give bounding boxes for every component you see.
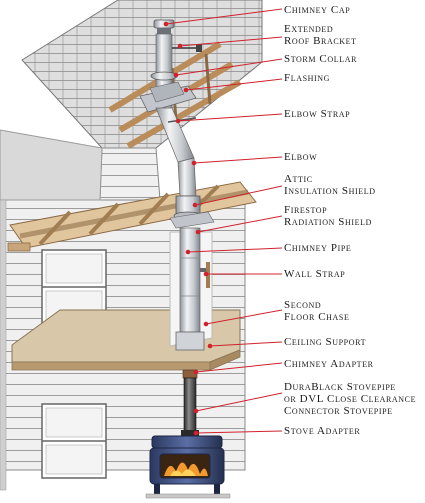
storm-collar-shape: [150, 71, 178, 81]
leader-chimney-cap: [165, 8, 283, 25]
leader-chimney-pipe: [187, 247, 283, 253]
label-wall-strap: Wall Strap: [284, 268, 345, 280]
leader-attic-insulation-shield: [194, 185, 283, 206]
leader-elbow: [193, 156, 283, 164]
label-second-floor-chase: Second Floor Chase: [284, 299, 349, 323]
dot-storm-collar: [173, 72, 179, 78]
label-chimney-cap: Chimney Cap: [284, 4, 350, 16]
lower-window: [41, 403, 107, 479]
dot-second-floor-chase: [203, 321, 209, 327]
label-flashing: Flashing: [284, 72, 330, 84]
leader-dots: [163, 21, 213, 436]
dot-chimney-pipe: [185, 249, 191, 255]
corner-trim: [0, 199, 7, 491]
label-durablack-stovepipe: DuraBlack Stovepipe or DVL Close Clearan…: [284, 381, 419, 417]
dot-flashing: [183, 87, 189, 93]
leader-lines: [165, 8, 283, 434]
dot-attic-insulation-shield: [192, 202, 198, 208]
label-attic-insulation-shield: Attic Insulation Shield: [284, 173, 376, 197]
label-stove-adapter: Stove Adapter: [284, 425, 360, 437]
dot-ceiling-support: [207, 343, 213, 349]
roof: [21, 0, 263, 149]
dot-wall-strap: [203, 271, 209, 277]
dot-stove-adapter: [193, 430, 199, 436]
dot-elbow: [191, 160, 197, 166]
label-firestop-radiation-shield: Firestop Radiation Shield: [284, 204, 372, 228]
chimney-system: [139, 19, 231, 499]
dot-chimney-adapter: [193, 369, 199, 375]
label-ceiling-support: Ceiling Support: [284, 336, 366, 348]
label-storm-collar: Storm Collar: [284, 53, 357, 65]
leader-storm-collar: [175, 58, 283, 76]
dot-firestop-radiation-shield: [195, 229, 201, 235]
stove-adapter-shape: [181, 430, 199, 436]
stove: [145, 435, 231, 499]
label-chimney-pipe: Chimney Pipe: [284, 242, 351, 254]
leader-extended-roof-bracket: [179, 36, 283, 47]
label-elbow-strap: Elbow Strap: [284, 108, 350, 120]
label-elbow: Elbow: [284, 151, 317, 163]
leader-flashing: [185, 78, 283, 91]
dot-chimney-cap: [163, 21, 169, 27]
leader-stove-adapter: [195, 430, 283, 434]
leader-firestop-radiation-shield: [197, 215, 283, 233]
stovepipe-shape: [183, 377, 197, 433]
leader-elbow-strap: [177, 113, 283, 122]
label-chimney-adapter: Chimney Adapter: [284, 358, 374, 370]
chimney-pipe-shape: [179, 227, 201, 333]
side-wall: [0, 129, 103, 201]
leader-second-floor-chase: [205, 309, 283, 325]
ceiling-support-shape: [175, 331, 205, 351]
leader-chimney-adapter: [195, 362, 283, 373]
leader-durablack-stovepipe: [195, 392, 283, 412]
dot-extended-roof-bracket: [177, 43, 183, 49]
dot-elbow-strap: [175, 118, 181, 124]
labels: Chimney Cap Extended Roof Bracket Storm …: [284, 4, 419, 437]
leader-ceiling-support: [209, 341, 283, 347]
label-extended-roof-bracket: Extended Roof Bracket: [284, 23, 357, 47]
gable-wall: [99, 147, 161, 201]
dot-durablack-stovepipe: [193, 408, 199, 414]
